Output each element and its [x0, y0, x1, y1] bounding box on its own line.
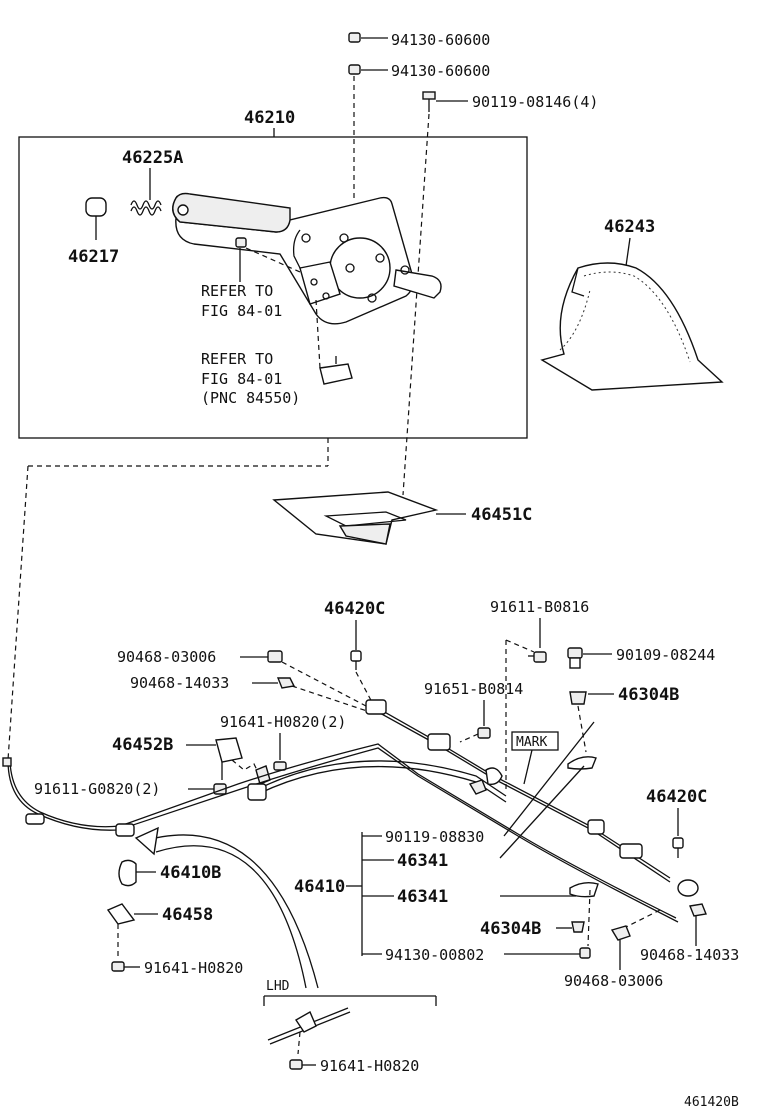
plate-46451C [272, 491, 439, 545]
label-refer2-line1: REFER TO [201, 350, 273, 368]
label-46452B: 46452B [112, 735, 173, 755]
label-90468-03006-a: 90468-03006 [117, 648, 216, 666]
button-46217 [85, 197, 107, 240]
dashed-l-bracket [231, 759, 261, 777]
label-91611-G0820-2: 91611-G0820(2) [34, 780, 160, 798]
dashed-guide-bracket [315, 299, 321, 369]
bracket-tree [346, 832, 394, 956]
clamp-90468-03006-b [610, 925, 631, 970]
label-91651-B0814: 91651-B0814 [424, 680, 523, 698]
bolt-91611-B0816 [528, 651, 547, 663]
label-46217: 46217 [68, 247, 119, 267]
retainer-46410B [118, 859, 156, 887]
parking-brake-cable-46410 [2, 699, 699, 923]
clip-46420C-a [350, 650, 362, 670]
label-refer2-line3: (PNC 84550) [201, 389, 300, 407]
clip-90468-14033-b [689, 903, 707, 946]
label-46410: 46410 [294, 877, 345, 897]
label-90468-14033-b: 90468-14033 [640, 946, 739, 964]
label-46341-a: 46341 [397, 851, 448, 871]
label-refer1-line1: REFER TO [201, 282, 273, 300]
bracket-pnc-84550 [319, 356, 353, 385]
label-94130-60600-a: 94130-60600 [391, 31, 490, 49]
label-refer2-line2: FIG 84-01 [201, 370, 282, 388]
label-46304B-b: 46304B [480, 919, 541, 939]
label-90109-08244: 90109-08244 [616, 646, 715, 664]
bracket-46458 [106, 903, 158, 925]
grommet-46304B-a [569, 691, 614, 705]
clip-90468-14033-a [276, 677, 296, 689]
parking-brake-lever [172, 192, 442, 325]
lhd-arrow [134, 826, 319, 989]
label-46304B-a: 46304B [618, 685, 679, 705]
bolt-91641-H0820-b [289, 1059, 316, 1070]
nut-94130-60600-upper [348, 32, 388, 43]
bolt-91651-B0814 [477, 727, 491, 739]
dashed-guide-bolt [402, 113, 430, 496]
label-90468-03006-b: 90468-03006 [564, 972, 663, 990]
nut-94130-60600-lower [348, 64, 388, 75]
label-91611-B0816: 91611-B0816 [490, 598, 589, 616]
bolt-91641-H0820-a [111, 961, 140, 972]
label-mark: MARK [516, 735, 547, 750]
label-91641-H0820-a: 91641-H0820 [144, 959, 243, 977]
figure-code: 461420B [684, 1095, 739, 1110]
label-46225A: 46225A [122, 148, 183, 168]
bolt-91641-H0820-2 [273, 761, 287, 771]
clamp-90468-03006-a [267, 650, 283, 663]
bolt-refer-fig84-01 [235, 237, 301, 282]
label-90119-08146: 90119-08146(4) [472, 93, 598, 111]
label-91641-H0820-2: 91641-H0820(2) [220, 713, 346, 731]
label-46451C: 46451C [471, 505, 532, 525]
label-lhd: LHD [266, 979, 290, 994]
boot-46243 [540, 262, 724, 391]
label-46243: 46243 [604, 217, 655, 237]
label-46420C-b: 46420C [646, 787, 707, 807]
label-46458: 46458 [162, 905, 213, 925]
lever-assembly-box [18, 136, 528, 439]
label-46410B: 46410B [160, 863, 221, 883]
clip-46420C-b [672, 837, 684, 858]
label-90119-08830: 90119-08830 [385, 828, 484, 846]
bolt-90119-08146 [422, 91, 468, 112]
label-46341-b: 46341 [397, 887, 448, 907]
label-94130-00802: 94130-00802 [385, 946, 484, 964]
label-46210: 46210 [244, 108, 295, 128]
spring-46225A [130, 200, 162, 216]
label-94130-60600-b: 94130-60600 [391, 62, 490, 80]
mark-tag: MARK [511, 731, 559, 785]
label-46420C-a: 46420C [324, 599, 385, 619]
bolt-90109-08244 [567, 647, 612, 669]
bracket-46452B [215, 737, 243, 780]
nut-94130-00802 [579, 947, 591, 959]
label-91641-H0820-b: 91641-H0820 [320, 1057, 419, 1075]
label-90468-14033-a: 90468-14033 [130, 674, 229, 692]
label-refer1-line2: FIG 84-01 [201, 302, 282, 320]
grommet-46304B-b [571, 921, 585, 933]
lhd-inset [263, 995, 437, 1055]
